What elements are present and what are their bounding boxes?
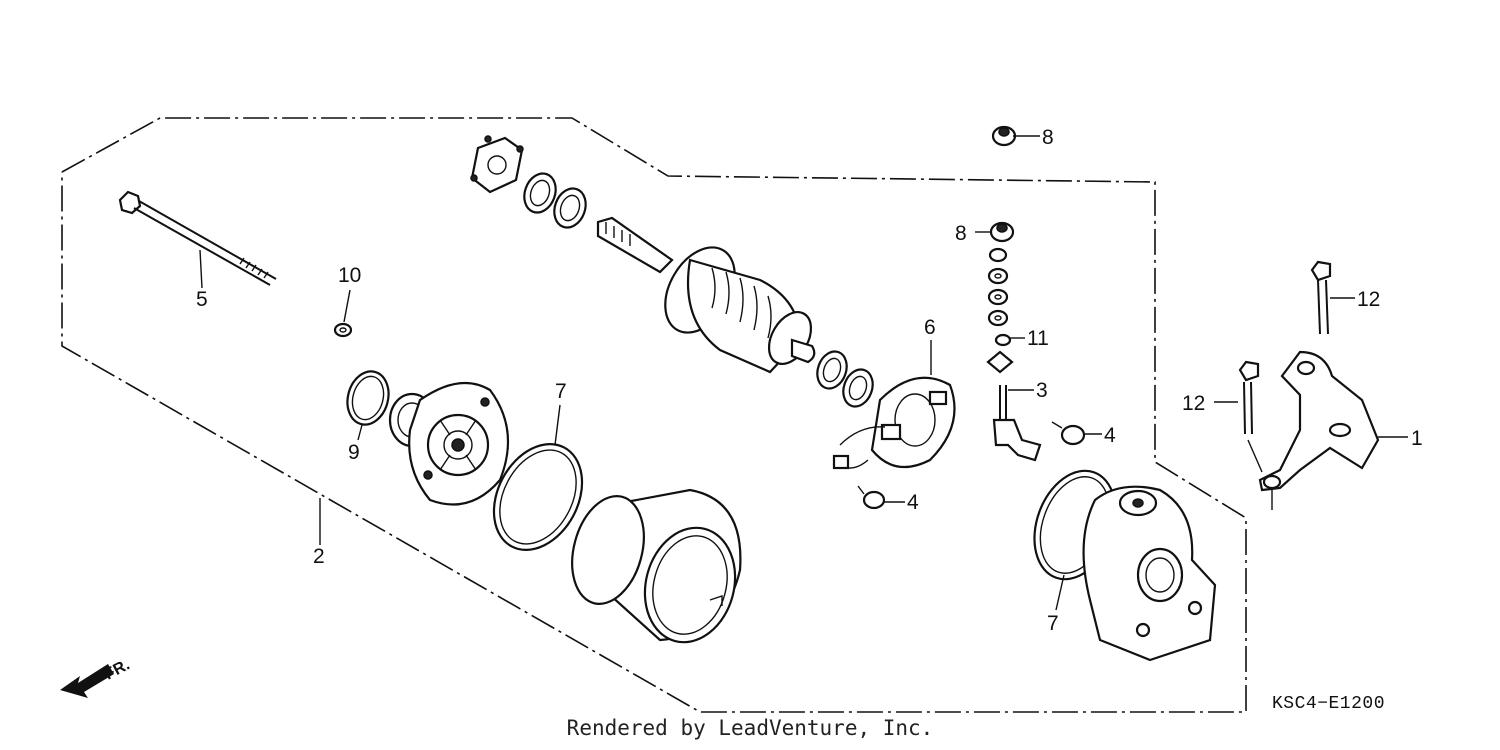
render-credit: Rendered by LeadVenture, Inc.	[566, 716, 934, 740]
callout-7-rear: 7	[1047, 612, 1059, 635]
part-8-nut-stack[interactable]	[989, 221, 1015, 243]
part-2-front-cover[interactable]	[388, 381, 510, 506]
callout-12-lower: 12	[1182, 392, 1205, 415]
callout-2: 2	[313, 545, 325, 568]
callout-6: 6	[924, 316, 936, 339]
part-4-spring-lower[interactable]	[857, 485, 886, 510]
part-washer-stack[interactable]	[987, 247, 1009, 327]
part-6-brush-holder[interactable]	[832, 376, 956, 470]
part-yoke-housing[interactable]	[561, 488, 748, 652]
part-3-terminal-bolt[interactable]	[992, 385, 1042, 462]
callout-8-top: 8	[1042, 126, 1054, 149]
part-1-bracket[interactable]	[1247, 350, 1380, 510]
callout-8-stack: 8	[955, 222, 967, 245]
callout-7-front: 7	[555, 380, 567, 403]
diagram-code: KSC4−E1200	[1272, 694, 1386, 714]
part-8-nut-top[interactable]	[991, 125, 1017, 147]
callout-1: 1	[1411, 427, 1423, 450]
part-12-bolt-upper[interactable]	[1310, 260, 1332, 335]
front-arrow-icon: FR.	[60, 656, 133, 698]
callout-4-upper: 4	[1104, 424, 1116, 447]
part-4-spring-upper[interactable]	[1051, 421, 1086, 446]
part-7-o-ring-front[interactable]	[476, 429, 599, 565]
part-seal-plate[interactable]	[470, 135, 524, 194]
callout-11: 11	[1027, 327, 1049, 350]
part-rear-cover[interactable]	[1082, 485, 1217, 662]
front-indicator-label: FR.	[102, 656, 133, 683]
part-11-washer[interactable]	[994, 333, 1012, 347]
part-10-washer[interactable]	[333, 322, 353, 338]
part-5-bolt[interactable]	[118, 190, 277, 286]
part-12-bolt-lower[interactable]	[1238, 360, 1260, 435]
callout-9: 9	[348, 441, 360, 464]
callout-4-lower: 4	[907, 491, 919, 514]
callout-10: 10	[338, 264, 361, 287]
part-armature[interactable]	[596, 216, 820, 374]
callout-5: 5	[196, 288, 208, 311]
part-washer-pair-top[interactable]	[519, 169, 591, 232]
leader-lines	[199, 135, 1408, 611]
part-insulator[interactable]	[986, 350, 1014, 374]
part-washer-pair-rear[interactable]	[812, 347, 877, 410]
part-9-o-ring[interactable]	[342, 367, 395, 430]
callout-3: 3	[1036, 379, 1048, 402]
callout-12-upper: 12	[1357, 288, 1380, 311]
